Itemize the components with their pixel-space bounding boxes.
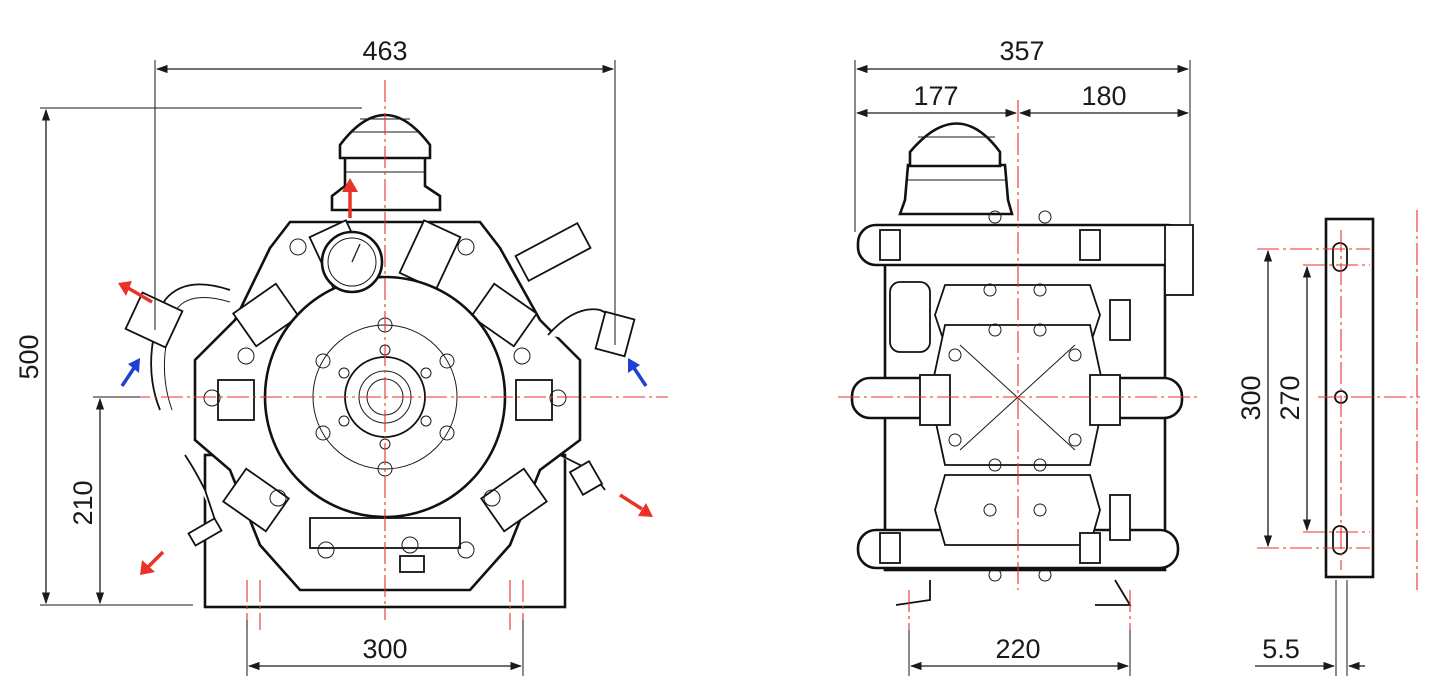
- front-top-dome: [330, 113, 442, 212]
- dim-label-180: 180: [1081, 81, 1126, 111]
- dim-label-177: 177: [913, 81, 958, 111]
- front-flow-arrows: [118, 178, 653, 575]
- dim-label-270: 270: [1275, 375, 1305, 420]
- front-view: 463 500 210 300: [14, 36, 668, 676]
- bracket-slot-bottom: [1332, 525, 1348, 555]
- dim-label-500: 500: [14, 334, 44, 379]
- dim-label-5-5: 5.5: [1262, 634, 1300, 664]
- side-feet: [895, 579, 1132, 606]
- bracket-view: 300 270 5.5: [1236, 210, 1420, 676]
- side-bolts: [948, 210, 1082, 582]
- dim-label-357: 357: [999, 36, 1044, 66]
- front-left-fittings: [124, 283, 231, 547]
- dim-label-220: 220: [995, 634, 1040, 664]
- dim-label-300-front: 300: [362, 634, 407, 664]
- side-clamps: [879, 229, 1131, 564]
- bracket-plate: [1324, 217, 1375, 579]
- side-view: 357 177 180 220: [838, 36, 1198, 676]
- dim-label-210: 210: [68, 480, 98, 525]
- dim-label-463: 463: [362, 36, 407, 66]
- side-top-dome: [898, 122, 1014, 216]
- front-bolts: [203, 238, 567, 573]
- dim-label-300-bracket: 300: [1236, 375, 1266, 420]
- bracket-slot-top: [1332, 242, 1348, 272]
